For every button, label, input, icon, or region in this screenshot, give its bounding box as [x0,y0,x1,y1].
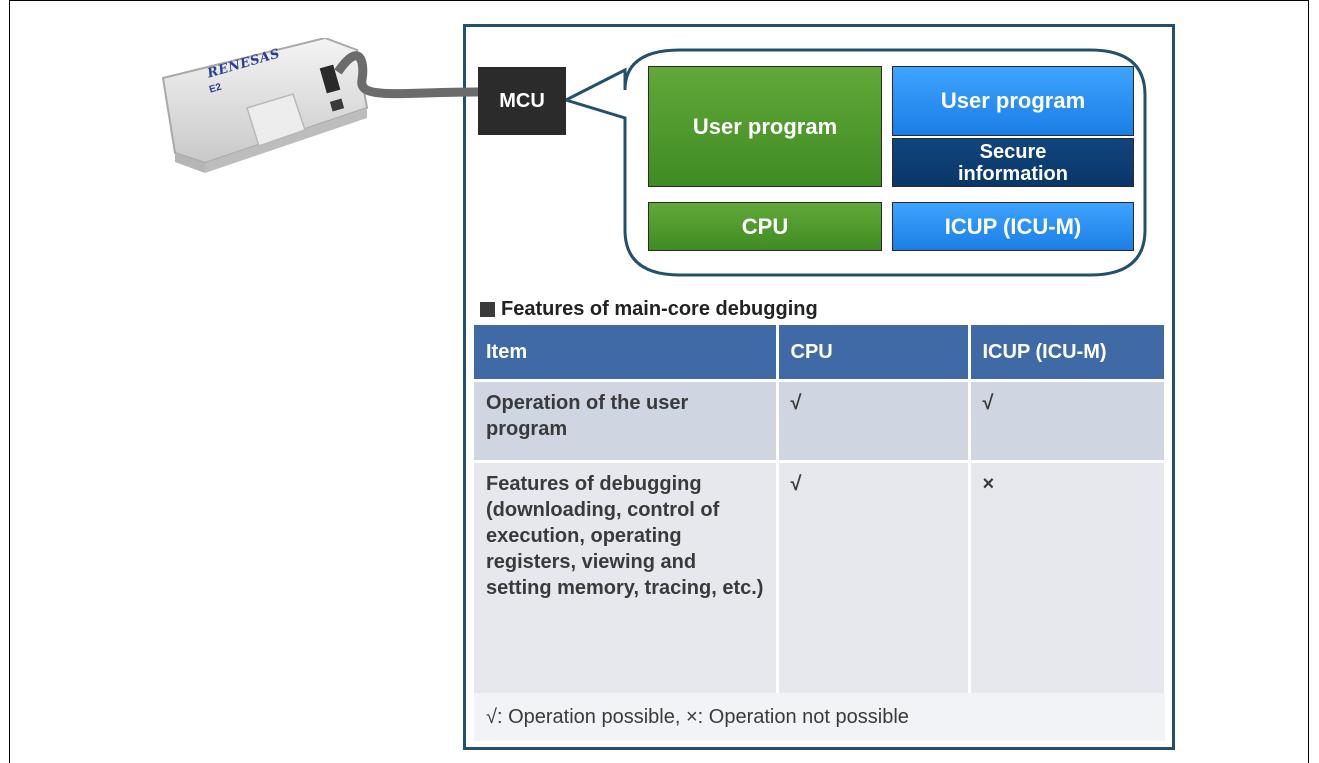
icup-label: ICUP (ICU-M) [944,213,1082,239]
row-cpu-mark: √ [777,379,971,462]
table-header-row: Item CPU ICUP (ICU-M) [474,325,1167,381]
secure-information-block: Secure information [892,138,1134,187]
table-row: Operation of the user program √ √ [474,379,1167,462]
e2-emulator-device [155,38,405,188]
cpu-label: CPU [741,213,789,239]
header-cpu: CPU [777,325,971,381]
row-item: Operation of the user program [474,379,779,462]
user-program-icu-label: User program [940,88,1086,113]
user-program-cpu-label: User program [692,113,838,139]
secure-information-label: Secure information [958,140,1068,185]
table-row: Features of debugging (downloading, cont… [474,460,1167,700]
row-icup-mark: × [969,460,1167,700]
legend-note: √: Operation possible, ×: Operation not … [474,693,1165,741]
features-title-text: Features of main-core debugging [501,298,818,320]
user-program-cpu-block: User program [648,66,882,187]
row-item: Features of debugging (downloading, cont… [474,460,779,700]
bullet-square-icon [480,302,495,317]
icup-block: ICUP (ICU-M) [892,202,1134,251]
row-cpu-mark: √ [777,460,971,700]
user-program-icu-block: User program [892,66,1134,136]
header-icup: ICUP (ICU-M) [969,325,1167,381]
row-icup-mark: √ [969,379,1167,462]
features-table: Item CPU ICUP (ICU-M) Operation of the u… [474,325,1167,700]
header-item: Item [474,325,779,381]
features-title: Features of main-core debugging [480,298,818,321]
mcu-box: MCU [478,67,566,135]
cpu-block: CPU [648,202,882,251]
page-frame [9,0,1309,763]
